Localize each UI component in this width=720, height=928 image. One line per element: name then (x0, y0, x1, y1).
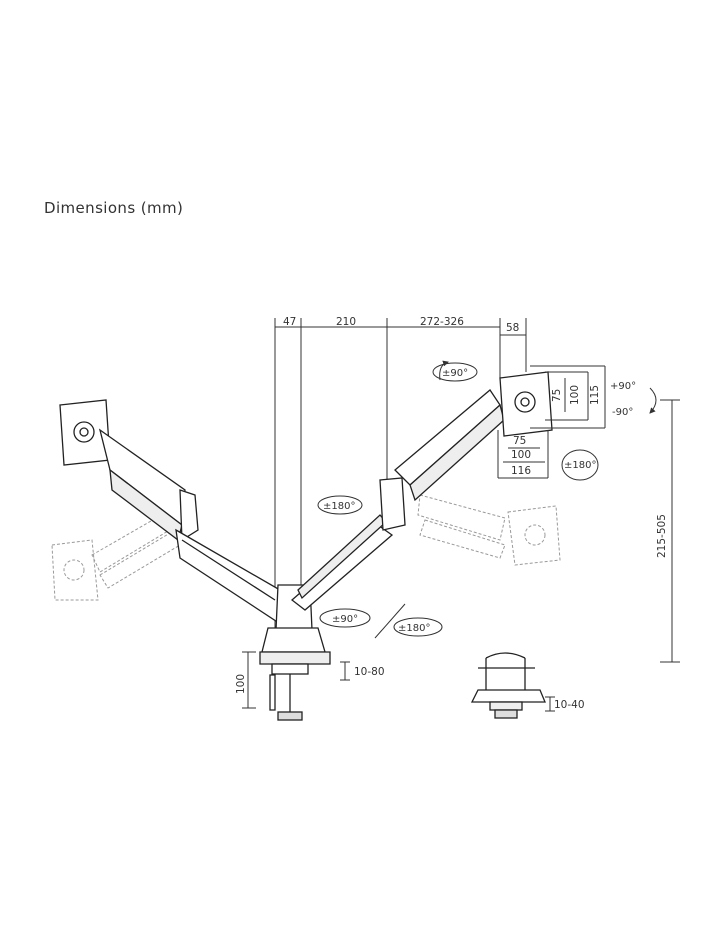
dim-272-326: 272-326 (420, 316, 464, 328)
rotation-indicators (317, 360, 657, 639)
plate-v-115: 115 (589, 385, 601, 405)
plate-rotate-label: ±90° (442, 368, 468, 379)
plate-v-100: 100 (569, 385, 581, 405)
vesa-dimension-boxes (497, 365, 606, 479)
height-range-line (660, 399, 680, 663)
base-swivel-a-label: ±90° (332, 614, 358, 625)
base-swivel-b-label: ±180° (398, 623, 430, 634)
plate-h-100: 100 (511, 449, 531, 461)
dim-210: 210 (336, 316, 356, 328)
grommet-range-label: 10-40 (554, 699, 585, 711)
dim-58: 58 (506, 322, 519, 334)
arm-swivel-label: ±180° (323, 501, 355, 512)
clamp-height-line (242, 651, 256, 709)
ghost-right-arm (417, 494, 561, 566)
dim-47: 47 (283, 316, 296, 328)
tilt-down-label: -90° (612, 407, 633, 418)
plate-h-116: 116 (511, 465, 531, 477)
clamp-range-line (340, 661, 350, 681)
diagram-title: Dimensions (mm) (44, 199, 184, 217)
height-range-label: 215-505 (656, 514, 668, 558)
clamp-range-label: 10-80 (354, 666, 385, 678)
center-post-and-clamp (259, 584, 331, 721)
grommet-range-line (545, 696, 555, 712)
tilt-up-label: +90° (610, 381, 636, 392)
grommet-base (470, 652, 546, 719)
plate-h-75: 75 (513, 435, 526, 447)
left-monitor-arm (59, 399, 293, 626)
clamp-height-label: 100 (235, 674, 247, 694)
plate-swivel-label: ±180° (564, 460, 596, 471)
plate-v-75: 75 (551, 389, 563, 402)
right-monitor-arm (290, 371, 553, 611)
